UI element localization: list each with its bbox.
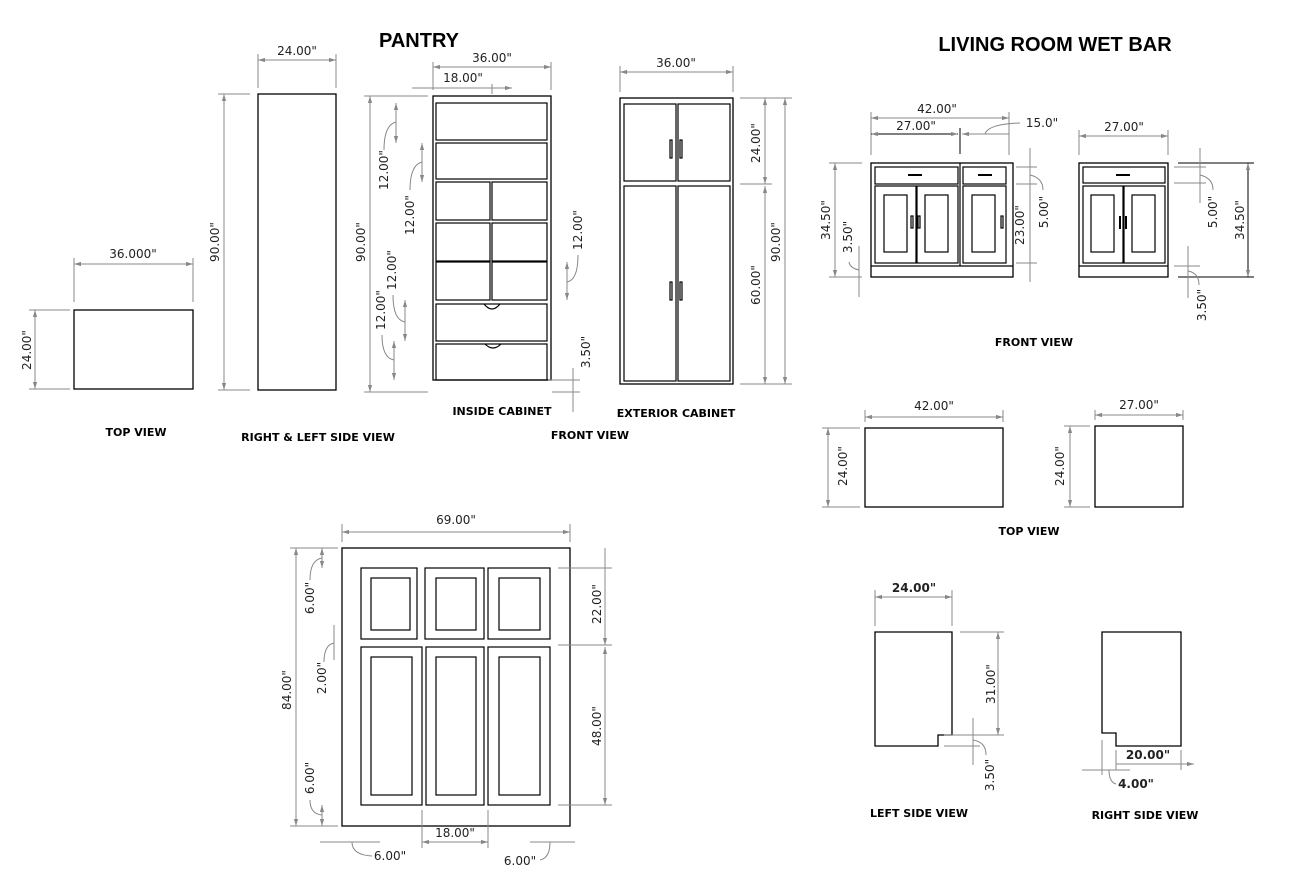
dim-depth-a: 24.00" [836, 446, 850, 486]
dim-toe-depth: 4.00" [1118, 777, 1154, 791]
top-view-label: TOP VIEW [999, 525, 1060, 538]
dim-left-margin: 6.00" [374, 849, 406, 863]
dim-drawer: 5.00" [1037, 196, 1051, 228]
dim-shelf: 12.00" [385, 250, 399, 290]
dim-height: 31.00" [984, 664, 998, 704]
dim-left-width: 27.00" [896, 119, 936, 133]
dim-width: 36.000" [109, 247, 157, 261]
dim-depth: 24.00" [20, 330, 34, 370]
wet-bar-right-side-view: 20.00" 4.00" RIGHT SIDE VIEW [1082, 631, 1199, 822]
dim-shelf: 12.00" [374, 290, 388, 330]
dim-lower: 48.00" [590, 706, 604, 746]
dim-toe-kick: 3.50" [841, 221, 855, 253]
pantry-title: PANTRY [379, 30, 460, 52]
dim-height: 34.50" [819, 200, 833, 240]
dim-depth: 24.00" [277, 44, 317, 58]
pantry-front-view-label: FRONT VIEW [551, 429, 629, 442]
pantry-top-view: 36.000" 24.00" TOP VIEW [20, 247, 194, 439]
dim-total-width: 42.00" [917, 102, 957, 116]
dim-upper: 24.00" [749, 123, 763, 163]
wet-bar-front-view: 42.00" 27.00" 15.0" 34.50" 3.50" 5.00" 2… [819, 102, 1254, 349]
wet-bar-title: LIVING ROOM WET BAR [938, 34, 1172, 56]
dim-depth: 20.00" [1126, 748, 1170, 762]
dim-half-width: 18.00" [443, 71, 483, 85]
front-view-label: FRONT VIEW [995, 336, 1073, 349]
wet-bar-top-view: 42.00" 24.00" 27.00" 24.00" TOP VIEW [822, 398, 1184, 538]
dim-upper: 22.00" [590, 584, 604, 624]
dim-height: 90.00" [769, 222, 783, 262]
dim-top-margin: 6.00" [303, 582, 317, 614]
dim-height: 84.00" [280, 670, 294, 710]
dim-alt-toe: 3.50" [1195, 289, 1209, 321]
dim-shelf: 12.00" [403, 195, 417, 235]
dim-door: 23.00" [1013, 205, 1027, 245]
dim-gap: 2.00" [315, 662, 329, 694]
exterior-cabinet-label: EXTERIOR CABINET [617, 407, 736, 420]
dim-right-margin: 6.00" [504, 854, 536, 868]
dim-width: 36.00" [656, 56, 696, 70]
left-side-view-label: LEFT SIDE VIEW [870, 807, 968, 820]
dim-height: 90.00" [354, 222, 368, 262]
dim-alt-drawer: 5.00" [1206, 196, 1220, 228]
right-side-view-label: RIGHT SIDE VIEW [1092, 809, 1199, 822]
exterior-cabinet: 36.00" 24.00" 60.00" 90.00" EXTERIOR CAB… [617, 56, 792, 420]
inside-cabinet: 36.00" 18.00" 90.00" 12.00" 12.00" 12.00… [354, 51, 593, 418]
pantry-wall-elevation: 69.00" 84.00" 6.00" 2.00" 6.00" 22.00" 4… [280, 513, 612, 868]
dim-shelf: 12.00" [377, 150, 391, 190]
dim-toe-kick: 3.50" [579, 336, 593, 368]
inside-cabinet-label: INSIDE CABINET [452, 405, 552, 418]
pantry-side-view: 24.00" 90.00" RIGHT & LEFT SIDE VIEW [208, 44, 395, 444]
wet-bar-left-side-view: 24.00" 31.00" 3.50" LEFT SIDE VIEW [870, 581, 1004, 820]
dim-right-width: 15.0" [1026, 116, 1058, 130]
dim-bottom-margin: 6.00" [303, 762, 317, 794]
dim-width: 36.00" [472, 51, 512, 65]
dim-width-a: 42.00" [914, 399, 954, 413]
dim-lower: 60.00" [749, 265, 763, 305]
top-view-label: TOP VIEW [106, 426, 167, 439]
dim-width-b: 27.00" [1119, 398, 1159, 412]
dim-depth-b: 24.00" [1053, 446, 1067, 486]
side-view-label: RIGHT & LEFT SIDE VIEW [241, 431, 395, 444]
dim-height: 90.00" [208, 222, 222, 262]
dim-width: 69.00" [436, 513, 476, 527]
dim-alt-height: 34.50" [1233, 200, 1247, 240]
dim-depth: 24.00" [892, 581, 936, 595]
dim-shelf: 12.00" [571, 210, 585, 250]
dim-toe-kick: 3.50" [983, 759, 997, 791]
dim-center: 18.00" [435, 826, 475, 840]
dim-alt-width: 27.00" [1104, 120, 1144, 134]
